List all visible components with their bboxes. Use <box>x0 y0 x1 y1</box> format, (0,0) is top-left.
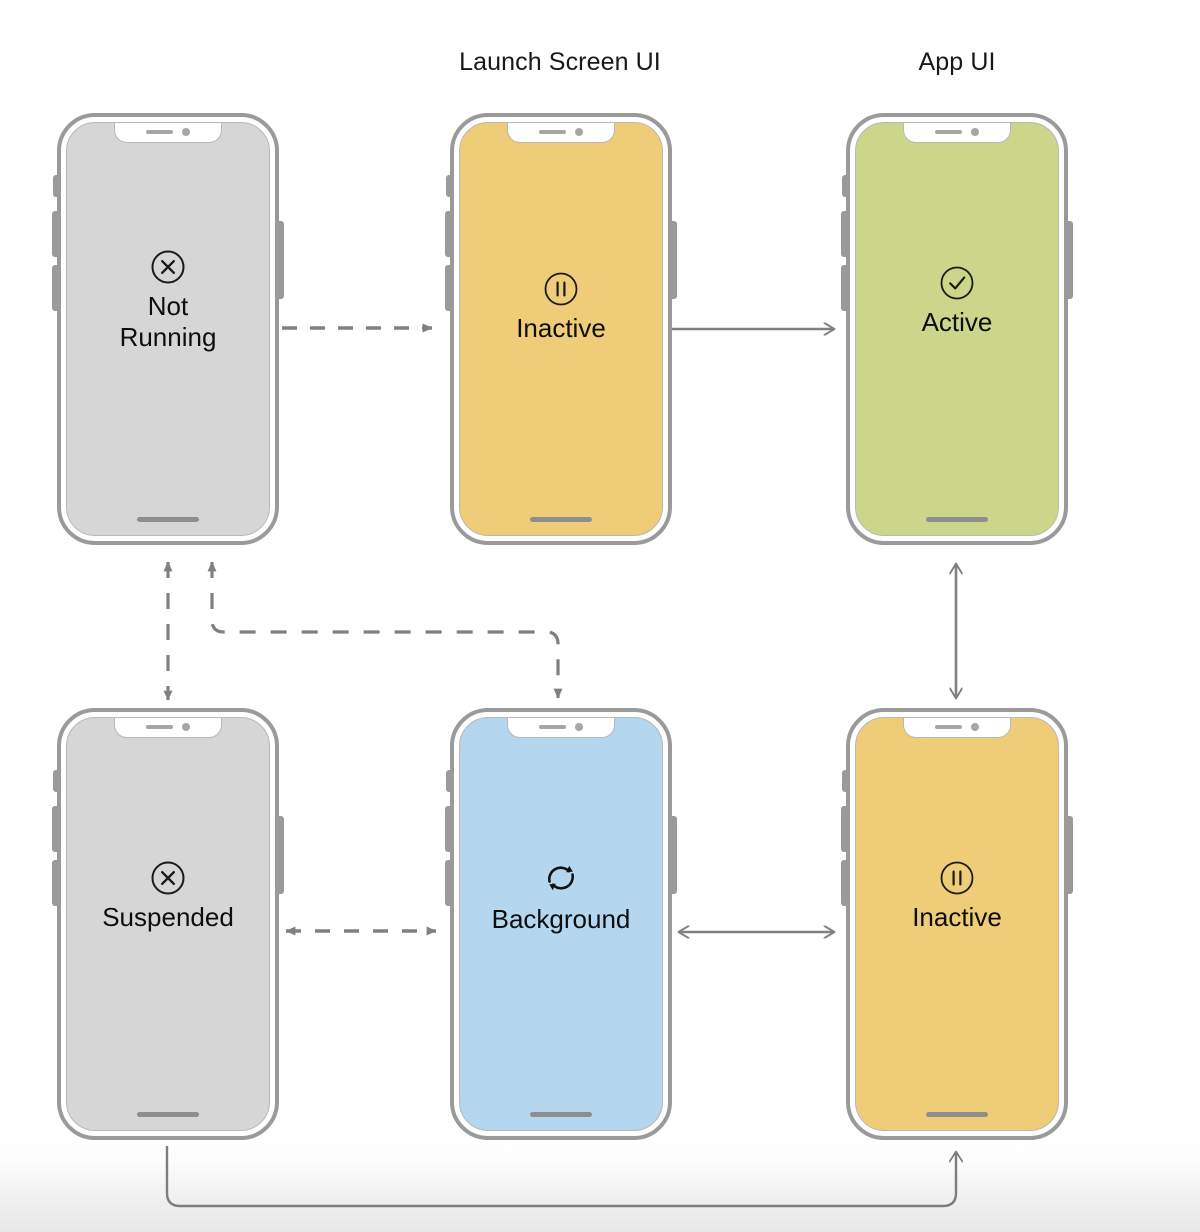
phone-screen-not-running[interactable]: Not Running <box>66 122 270 536</box>
notch <box>903 718 1011 738</box>
speaker-grille-icon <box>146 130 173 134</box>
state-label-inactive-bottom: Inactive <box>912 902 1002 932</box>
phone-inactive-bottom[interactable]: Inactive <box>841 708 1073 1140</box>
mute-switch-button[interactable] <box>53 175 58 197</box>
mute-switch-button[interactable] <box>446 770 451 792</box>
state-label-inactive-top: Inactive <box>516 313 606 343</box>
arrow-background-to-not-running <box>207 561 563 699</box>
home-indicator <box>137 1112 199 1117</box>
volume-up-button[interactable] <box>52 211 58 257</box>
phone-screen-suspended[interactable]: Suspended <box>66 717 270 1131</box>
front-camera-icon <box>575 128 583 136</box>
volume-down-button[interactable] <box>52 860 58 906</box>
volume-up-button[interactable] <box>841 211 847 257</box>
front-camera-icon <box>182 723 190 731</box>
state-content-inactive-top: Inactive <box>460 271 662 344</box>
mute-switch-button[interactable] <box>842 175 847 197</box>
speaker-grille-icon <box>539 725 566 729</box>
power-button[interactable] <box>278 221 284 299</box>
phone-suspended[interactable]: Suspended <box>52 708 284 1140</box>
notch <box>507 123 615 143</box>
power-button[interactable] <box>1067 221 1073 299</box>
volume-up-button[interactable] <box>445 211 451 257</box>
volume-down-button[interactable] <box>52 265 58 311</box>
front-camera-icon <box>575 723 583 731</box>
notch <box>114 123 222 143</box>
state-content-suspended: Suspended <box>67 860 269 933</box>
phone-background[interactable]: Background <box>445 708 677 1140</box>
state-label-background: Background <box>491 904 631 934</box>
mute-switch-button[interactable] <box>842 770 847 792</box>
state-label-suspended: Suspended <box>102 902 234 932</box>
phone-screen-inactive-top[interactable]: Inactive <box>459 122 663 536</box>
home-indicator <box>926 517 988 522</box>
mute-switch-button[interactable] <box>446 175 451 197</box>
state-content-active: Active <box>856 265 1058 338</box>
power-button[interactable] <box>671 221 677 299</box>
notch <box>903 123 1011 143</box>
state-label-active: Active <box>921 307 993 337</box>
volume-down-button[interactable] <box>841 265 847 311</box>
power-button[interactable] <box>1067 816 1073 894</box>
front-camera-icon <box>971 128 979 136</box>
home-indicator <box>530 517 592 522</box>
bottom-fade-gradient <box>0 1142 1200 1232</box>
home-indicator <box>137 517 199 522</box>
state-content-inactive-bottom: Inactive <box>856 860 1058 933</box>
speaker-grille-icon <box>539 130 566 134</box>
x-circle-icon <box>151 861 185 895</box>
pause-circle-icon <box>940 861 974 895</box>
mute-switch-button[interactable] <box>53 770 58 792</box>
volume-down-button[interactable] <box>841 860 847 906</box>
phone-inactive-top[interactable]: Inactive <box>445 113 677 545</box>
state-content-not-running: Not Running <box>67 249 269 352</box>
volume-down-button[interactable] <box>445 860 451 906</box>
volume-down-button[interactable] <box>445 265 451 311</box>
front-camera-icon <box>971 723 979 731</box>
column-header-app-ui: App UI <box>918 48 996 76</box>
home-indicator <box>926 1112 988 1117</box>
phone-screen-inactive-bottom[interactable]: Inactive <box>855 717 1059 1131</box>
speaker-grille-icon <box>146 725 173 729</box>
volume-up-button[interactable] <box>52 806 58 852</box>
notch <box>114 718 222 738</box>
phone-screen-active[interactable]: Active <box>855 122 1059 536</box>
power-button[interactable] <box>278 816 284 894</box>
phone-screen-background[interactable]: Background <box>459 717 663 1131</box>
state-content-background: Background <box>460 858 662 935</box>
power-button[interactable] <box>671 816 677 894</box>
front-camera-icon <box>182 128 190 136</box>
x-circle-icon <box>151 250 185 284</box>
speaker-grille-icon <box>935 130 962 134</box>
phone-not-running[interactable]: Not Running <box>52 113 284 545</box>
phone-active[interactable]: Active <box>841 113 1073 545</box>
check-circle-icon <box>940 266 974 300</box>
pause-circle-icon <box>544 272 578 306</box>
state-label-not-running: Not Running <box>119 291 217 352</box>
speaker-grille-icon <box>935 725 962 729</box>
column-header-launch-screen-ui: Launch Screen UI <box>459 48 661 76</box>
sync-arrows-icon <box>547 865 575 891</box>
notch <box>507 718 615 738</box>
home-indicator <box>530 1112 592 1117</box>
volume-up-button[interactable] <box>841 806 847 852</box>
volume-up-button[interactable] <box>445 806 451 852</box>
